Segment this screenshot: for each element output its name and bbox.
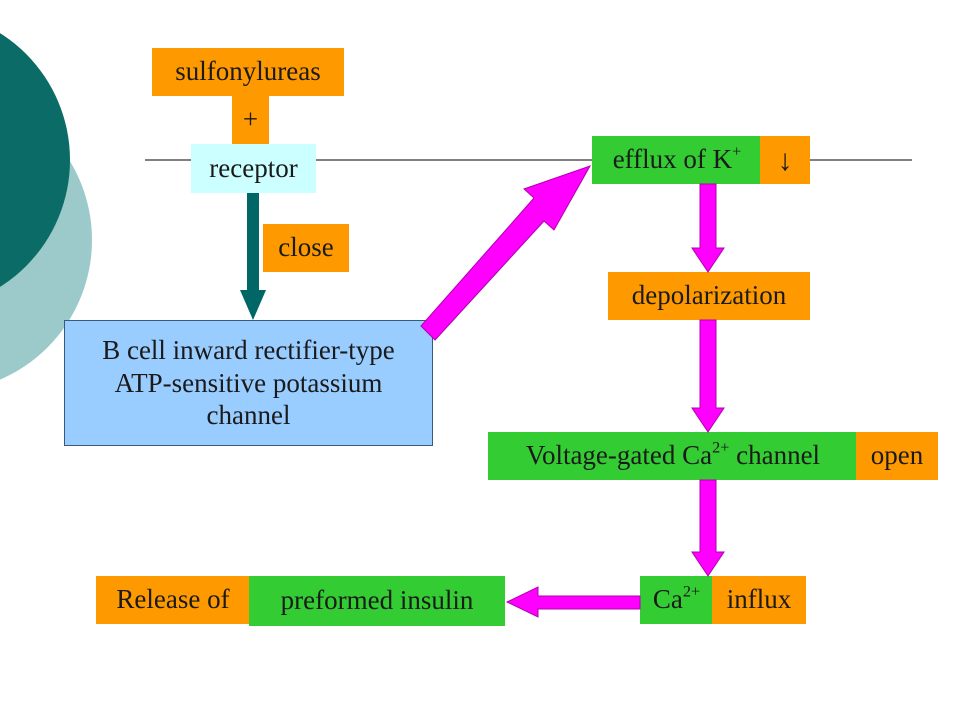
teal-down-arrow — [240, 193, 266, 320]
release-of-box: Release of — [96, 576, 250, 624]
magenta-arrow-ca-to-insulin — [505, 586, 641, 618]
magenta-arrow-depol-to-vgcc — [691, 319, 725, 433]
sulfonylureas-label: sulfonylureas — [175, 56, 321, 87]
efflux-label: efflux of K+ — [612, 142, 742, 175]
close-label: close — [278, 232, 334, 263]
magenta-diagonal-arrow — [420, 165, 592, 341]
preformed-insulin-label: preformed insulin — [280, 585, 474, 616]
vgcc-box: Voltage-gated Ca2+ channel — [488, 432, 858, 480]
receptor-box: receptor — [191, 144, 316, 193]
channel-line-3: channel — [206, 400, 291, 431]
open-box: open — [856, 432, 938, 480]
ca-influx-superscript: 2+ — [682, 582, 701, 601]
sulfonylureas-box: sulfonylureas — [152, 48, 344, 96]
magenta-arrow-efflux-to-depol — [691, 183, 725, 273]
ca-superscript: 2+ — [712, 438, 730, 457]
efflux-box: efflux of K+ — [592, 136, 762, 184]
ca-box: Ca2+ — [640, 576, 713, 624]
open-label: open — [870, 440, 924, 471]
plus-label: + — [242, 104, 259, 135]
depolarization-box: depolarization — [608, 272, 810, 320]
magenta-arrow-vgcc-to-ca — [691, 479, 725, 577]
channel-line-1: B cell inward rectifier-type — [102, 335, 395, 366]
ca-label: Ca2+ — [652, 582, 701, 615]
vgcc-label: Voltage-gated Ca2+ channel — [525, 438, 821, 471]
channel-line-2: ATP-sensitive potassium — [114, 367, 383, 398]
receptor-label: receptor — [209, 152, 298, 183]
katp-channel-box: B cell inward rectifier-type ATP-sensiti… — [64, 320, 433, 446]
decrease-arrow-glyph: ↓ — [777, 143, 793, 177]
depolarization-label: depolarization — [631, 280, 787, 311]
decor-dark-circle — [0, 33, 70, 287]
influx-box: influx — [712, 576, 806, 624]
close-box: close — [263, 224, 349, 272]
plus-box: + — [232, 96, 269, 144]
k-superscript: + — [732, 142, 742, 161]
insulin-box: preformed insulin — [249, 576, 505, 626]
decrease-box: ↓ — [760, 136, 810, 184]
influx-label: influx — [726, 584, 792, 615]
release-of-label: Release of — [116, 584, 230, 615]
